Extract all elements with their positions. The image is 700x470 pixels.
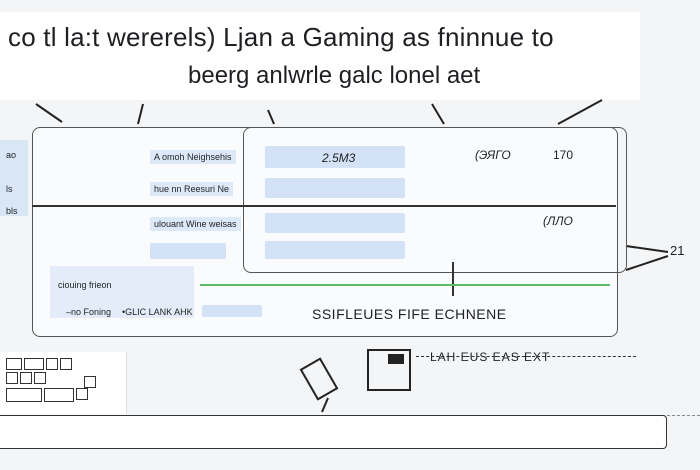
header-title-line-1: co tl la:t wererels) Ljan a Gaming as fn…	[8, 22, 554, 52]
lower-label: ciouing frieon	[58, 280, 112, 290]
left-side-tab[interactable]: ao ls bls	[0, 140, 28, 216]
field-label: A omoh Neighsehis	[150, 150, 236, 164]
column-value: (ЭЯГО	[475, 148, 511, 162]
device-icon	[299, 349, 411, 413]
left-tab-item: ls	[6, 184, 13, 194]
field-value: 2.5M3	[322, 151, 356, 165]
lower-label: •GLIC LANK AHK	[122, 307, 193, 317]
side-value: 21	[670, 243, 685, 258]
field-input[interactable]	[265, 178, 405, 198]
bottom-caption: LAH EUS EAS EXT	[430, 350, 551, 364]
left-tab-item: ao	[6, 150, 17, 160]
field-label: ulouant Wine weisas	[150, 217, 241, 231]
column-value: (ЛЛО	[543, 214, 573, 228]
lower-long-text: SSIFLEUES FIFE ECHNENE	[312, 306, 507, 322]
lower-label: –no Foning	[66, 307, 112, 317]
header-banner	[0, 12, 640, 100]
field-input[interactable]	[150, 243, 226, 259]
field-label: hue nn Reesuri Ne	[150, 182, 234, 196]
divider	[32, 205, 616, 207]
lower-card[interactable]	[50, 266, 194, 318]
field-input[interactable]	[202, 305, 262, 317]
form-panel-inner	[243, 127, 627, 273]
field-input[interactable]	[265, 146, 405, 168]
bottom-status-bar[interactable]	[0, 415, 667, 449]
field-input[interactable]	[265, 213, 405, 233]
column-value: 170	[553, 148, 574, 162]
caption-rule	[416, 356, 636, 358]
left-tab-item: bls	[6, 206, 18, 216]
divider-vertical	[452, 262, 454, 296]
progress-line	[200, 284, 610, 286]
field-input[interactable]	[265, 241, 405, 259]
keyboard-thumbnail	[0, 352, 127, 414]
header-title-line-2: beerg anlwrle galc lonel aet	[188, 62, 481, 89]
